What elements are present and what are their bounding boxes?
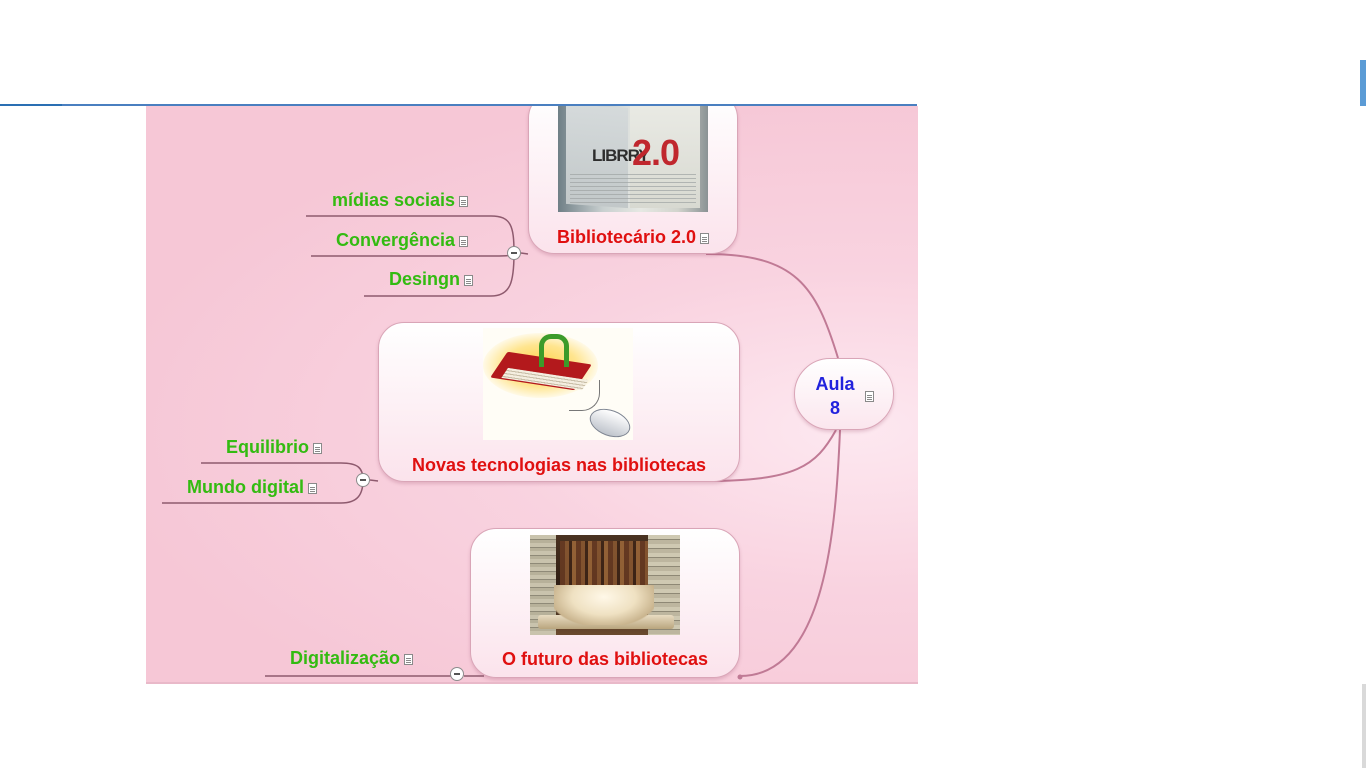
subtopic-desingn[interactable]: Desingn (389, 269, 474, 290)
connector-end-dot (737, 674, 743, 680)
connector-center-to-novas (705, 429, 837, 482)
window-top-divider (0, 104, 917, 106)
book-worm-mouse-illustration (483, 328, 633, 440)
canvas-bottom-border (146, 682, 918, 684)
central-topic-label: Aula 8 (815, 374, 855, 418)
note-icon[interactable] (459, 195, 469, 207)
note-icon[interactable] (307, 482, 317, 494)
connector-midias (306, 215, 515, 254)
note-icon[interactable] (865, 391, 874, 402)
note-icon[interactable] (459, 235, 469, 247)
scrollbar-track[interactable] (1362, 684, 1366, 768)
open-books-library-photo (530, 535, 680, 635)
topic-title-novas-tecnologias: Novas tecnologias nas bibliotecas (411, 455, 707, 475)
library-2-0-book-photo: LIBRRY 2.0 (558, 106, 708, 212)
note-icon[interactable] (404, 653, 414, 665)
mindmap-canvas[interactable]: Bibliotecário 2.0 LIBRRY 2.0 mídias soci… (146, 106, 918, 683)
connector-novas-to-toggle (369, 479, 379, 482)
connector-convergencia (311, 252, 515, 257)
image-caption-library: LIBRRY (592, 146, 650, 165)
subtopic-midias-sociais[interactable]: mídias sociais (332, 190, 469, 211)
subtopic-convergencia[interactable]: Convergência (336, 230, 469, 251)
note-icon[interactable] (313, 442, 322, 454)
note-icon[interactable] (700, 232, 710, 244)
topic-title-bibliotecario: Bibliotecário 2.0 (529, 227, 737, 248)
connector-center-to-futuro (739, 429, 841, 677)
subtopic-digitalizacao[interactable]: Digitalização (290, 648, 414, 669)
subtopic-equilibrio[interactable]: Equilibrio (226, 437, 322, 458)
note-icon[interactable] (464, 274, 474, 286)
collapse-toggle-futuro[interactable] (450, 667, 464, 681)
image-caption-version: 2.0 (632, 132, 680, 173)
scrollbar-edge[interactable] (1360, 60, 1366, 106)
subtopic-mundo-digital[interactable]: Mundo digital (187, 477, 317, 498)
topic-title-futuro: O futuro das bibliotecas (501, 649, 709, 669)
window-top-accent (0, 104, 62, 106)
connector-bibliotecario-to-toggle (520, 252, 529, 255)
collapse-toggle-novas-tecnologias[interactable] (356, 473, 370, 487)
central-topic-node[interactable]: Aula 8 (794, 358, 894, 430)
collapse-toggle-bibliotecario[interactable] (507, 246, 521, 260)
connector-center-to-bibliotecario (705, 253, 839, 359)
connector-desingn (364, 252, 515, 297)
